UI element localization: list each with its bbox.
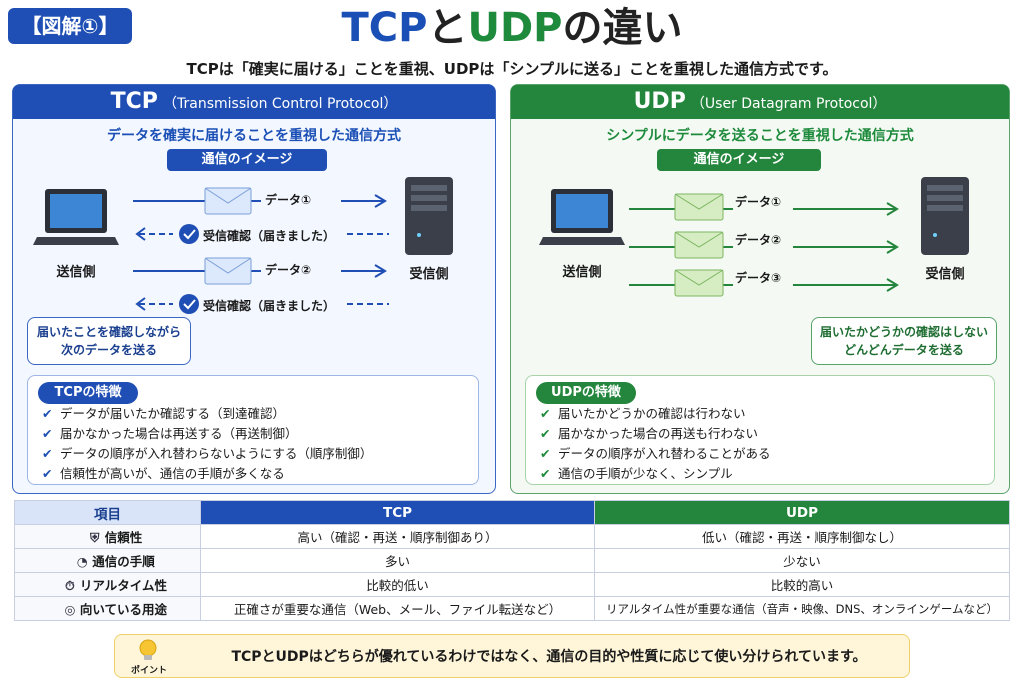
tcp-data1-label: データ① [265,193,312,207]
row-item: ⛨信頼性 [14,524,201,549]
target-icon: ◎ [64,602,76,617]
server-icon [405,177,453,255]
udp-data1-arrow [629,193,899,221]
point-box: ポイント TCPとUDPはどちらが優れているわけではなく、通信の目的や性質に応じ… [114,634,910,678]
list-item: ✔信頼性が高いが、通信の手順が多くなる [42,464,472,484]
row-tcp-value: 多い [200,548,595,573]
udp-panel: UDP （User Datagram Protocol） シンプルにデータを送る… [510,84,1010,494]
laptop-icon [33,189,119,245]
header-item: 項目 [14,500,201,525]
tcp-data1-arrow [133,187,387,215]
figure-badge: 【図解①】 [8,8,132,44]
tcp-data2-label: データ② [265,263,312,277]
tcp-fullname: （Transmission Control Protocol） [163,96,398,112]
udp-lead: シンプルにデータを送ることを重視した通信方式 [606,128,914,144]
table-row: ⏱リアルタイム性 比較的低い 比較的高い [14,572,1010,597]
tcp-bubble-line1: 届いたことを確認しながら [36,325,181,339]
server-icon [921,177,969,255]
check-icon: ✔ [42,466,53,481]
udp-features-title: UDPの特徴 [536,382,636,404]
tcp-features-title: TCPの特徴 [38,382,138,404]
row-item: ◔通信の手順 [14,548,201,573]
udp-data2-arrow [629,231,899,259]
header-tcp: TCP [200,500,595,525]
list-item: ✔届かなかった場合は再送する（再送制御） [42,424,472,444]
gauge-icon: ◔ [76,554,88,569]
list-item: ✔データが届いたか確認する（到達確認） [42,404,472,424]
page-subtitle: TCPは「確実に届ける」ことを重視、UDPは「シンプルに送る」ことを重視した通信… [186,60,838,78]
tcp-image-label: 通信のイメージ [167,149,327,171]
check-icon: ✔ [540,466,551,481]
tcp-lead: データを確実に届けることを重視した通信方式 [107,128,401,144]
stopwatch-icon: ⏱ [65,578,75,593]
title-to: と [427,5,468,51]
row-item: ◎向いている用途 [14,596,201,621]
check-icon: ✔ [540,426,551,441]
udp-image-label: 通信のイメージ [657,149,821,171]
udp-bubble-line2: どんどんデータを送る [844,343,964,357]
tcp-data2-arrow [133,257,387,285]
list-item: ✔通信の手順が少なく、シンプル [540,464,986,484]
udp-panel-header: UDP （User Datagram Protocol） [511,85,1009,119]
row-tcp-value: 比較的低い [200,572,595,597]
udp-data3-label: データ③ [735,271,782,285]
list-item: ✔届かなかった場合の再送も行わない [540,424,986,444]
tcp-ack2-arrow [135,294,389,314]
tcp-receiver-label: 受信側 [409,267,449,282]
shield-icon: ⛨ [90,530,100,545]
tcp-ack1-arrow [135,224,389,244]
udp-data1-label: データ① [735,195,782,209]
udp-data2-label: データ② [735,233,782,247]
row-udp-value: リアルタイム性が重要な通信（音声・映像、DNS、オンラインゲームなど） [594,596,1010,621]
point-label: ポイント [130,666,167,676]
check-icon: ✔ [42,426,53,441]
table-row: ◎向いている用途 正確さが重要な通信（Web、メール、ファイル転送など） リアル… [14,596,1010,621]
check-icon: ✔ [42,446,53,461]
tcp-name: TCP [110,89,158,114]
title-tcp: TCP [341,5,428,51]
table-row: ◔通信の手順 多い 少ない [14,548,1010,573]
row-udp-value: 低い（確認・再送・順序制御なし） [594,524,1010,549]
tcp-panel-header: TCP （Transmission Control Protocol） [13,85,495,119]
row-item: ⏱リアルタイム性 [14,572,201,597]
row-tcp-value: 正確さが重要な通信（Web、メール、ファイル転送など） [200,596,595,621]
udp-features-list: ✔届いたかどうかの確認は行わない ✔届かなかった場合の再送も行わない ✔データの… [540,404,986,484]
udp-data3-arrow [629,269,899,297]
udp-sender-label: 送信側 [562,265,602,280]
list-item: ✔データの順序が入れ替わることがある [540,444,986,464]
table-header-row: 項目 TCP UDP [14,500,1010,525]
laptop-icon [539,189,625,245]
table-row: ⛨信頼性 高い（確認・再送・順序制御あり） 低い（確認・再送・順序制御なし） [14,524,1010,549]
udp-speech-bubble: 届いたかどうかの確認はしない どんどんデータを送る [811,317,997,365]
row-udp-value: 比較的高い [594,572,1010,597]
tcp-speech-bubble: 届いたことを確認しながら 次のデータを送る [27,317,191,365]
udp-features-box: UDPの特徴 ✔届いたかどうかの確認は行わない ✔届かなかった場合の再送も行わな… [525,375,995,485]
tcp-features-box: TCPの特徴 ✔データが届いたか確認する（到達確認） ✔届かなかった場合は再送す… [27,375,479,485]
list-item: ✔データの順序が入れ替わらないようにする（順序制御） [42,444,472,464]
udp-bubble-line1: 届いたかどうかの確認はしない [819,325,988,339]
tcp-panel: TCP （Transmission Control Protocol） データを… [12,84,496,494]
tcp-ack2-label: 受信確認（届きました） [203,299,336,313]
header-udp: UDP [594,500,1010,525]
udp-receiver-label: 受信側 [925,267,965,282]
lightbulb-icon [139,639,157,660]
row-udp-value: 少ない [594,548,1010,573]
list-item: ✔届いたかどうかの確認は行わない [540,404,986,424]
check-icon: ✔ [540,446,551,461]
udp-name: UDP [633,89,686,114]
row-tcp-value: 高い（確認・再送・順序制御あり） [200,524,595,549]
title-udp: UDP [467,5,563,51]
udp-fullname: （User Datagram Protocol） [690,96,887,112]
tcp-bubble-line2: 次のデータを送る [60,343,157,357]
tcp-features-list: ✔データが届いたか確認する（到達確認） ✔届かなかった場合は再送する（再送制御）… [42,404,472,484]
check-icon: ✔ [540,406,551,421]
check-circle-icon [179,224,199,244]
comparison-table: 項目 TCP UDP ⛨信頼性 高い（確認・再送・順序制御あり） 低い（確認・再… [14,500,1010,621]
title-suffix: の違い [562,5,683,51]
check-icon: ✔ [42,406,53,421]
page-title: TCPとUDPの違い [0,4,1024,52]
tcp-sender-label: 送信側 [56,265,96,280]
tcp-ack1-label: 受信確認（届きました） [203,229,336,243]
point-text: TCPとUDPはどちらが優れているわけではなく、通信の目的や性質に応じて使い分け… [231,649,867,665]
